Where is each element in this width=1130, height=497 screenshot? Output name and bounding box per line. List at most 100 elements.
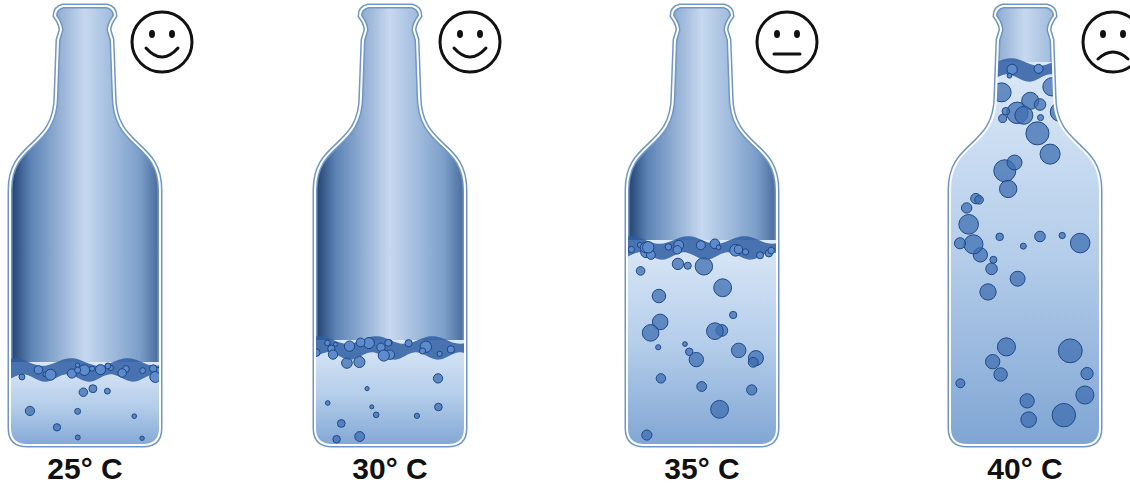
bubble	[1034, 99, 1046, 111]
bubble	[731, 343, 746, 358]
surface-bubble	[962, 69, 966, 73]
bubble	[1010, 271, 1025, 286]
bubble	[672, 258, 683, 269]
water	[612, 240, 792, 450]
bubble	[652, 289, 665, 302]
bubble	[1059, 232, 1065, 238]
surface-bubble	[34, 366, 42, 374]
bubble	[1052, 403, 1075, 426]
water-surface	[940, 58, 1110, 82]
bubble	[1076, 386, 1094, 404]
bubble	[956, 379, 965, 388]
bubble	[1020, 243, 1026, 249]
surface-bubble	[971, 71, 980, 80]
bubble	[435, 403, 443, 411]
bubble	[1000, 180, 1017, 197]
water-surface	[0, 358, 170, 382]
bubble	[1058, 339, 1082, 363]
bubble	[1071, 81, 1087, 97]
surface-bubble	[696, 241, 705, 250]
surface-bubble	[981, 65, 988, 72]
bottle	[0, 6, 175, 450]
surface-bubble	[1034, 64, 1043, 73]
bubble	[1026, 122, 1049, 145]
surface-bubble	[961, 68, 967, 74]
bubble	[714, 279, 732, 297]
bubble	[1065, 113, 1079, 127]
bubble	[959, 215, 979, 235]
surface-bubble	[95, 365, 105, 375]
bottle	[300, 6, 480, 450]
surface-bubble	[1007, 73, 1012, 78]
bubble	[53, 424, 60, 431]
bubble	[1081, 367, 1093, 379]
bubble	[747, 385, 757, 395]
bubble	[1015, 106, 1033, 124]
bubble	[695, 258, 712, 275]
bubble	[999, 114, 1007, 122]
bubble	[689, 352, 703, 366]
water	[935, 62, 1115, 450]
bubble	[986, 263, 998, 275]
bubble	[1070, 233, 1090, 253]
bubble	[990, 256, 997, 263]
bubble	[964, 235, 983, 254]
bubble	[954, 238, 965, 249]
face-eye	[477, 30, 483, 38]
bubble	[355, 432, 365, 442]
temperature-label: 35° C	[602, 452, 802, 486]
face-outline	[132, 12, 192, 72]
bubble	[711, 400, 729, 418]
face-outline	[757, 12, 817, 72]
surface-bubble	[45, 369, 56, 380]
bubble	[975, 196, 984, 205]
face-eye	[169, 30, 175, 38]
bubble	[642, 325, 659, 342]
surface-bubble	[356, 338, 365, 347]
bubble	[433, 374, 442, 383]
bubble	[994, 368, 1007, 381]
bottle	[612, 6, 792, 450]
surface-bubble	[946, 73, 955, 82]
face-outline	[1083, 12, 1130, 72]
bottle-water	[935, 58, 1115, 450]
surface-bubble	[643, 242, 654, 253]
face-symbol	[757, 12, 817, 72]
surface-bubble	[742, 249, 748, 255]
face-mouth	[454, 48, 486, 57]
face-eye	[1100, 30, 1106, 38]
surface-bubble	[964, 64, 972, 72]
surface-bubble	[950, 63, 956, 69]
surface-bubble	[716, 245, 721, 250]
surface-bubble	[673, 246, 682, 255]
bubble	[683, 342, 688, 347]
surface-bubble	[960, 67, 967, 74]
surface-bubble	[344, 341, 354, 351]
bubble	[89, 385, 97, 393]
face-eye	[457, 30, 463, 38]
bubble	[414, 413, 419, 418]
bottle-outline	[950, 6, 1100, 445]
bottle-water	[0, 358, 175, 450]
bottle-water	[300, 336, 480, 450]
bottle-outline	[10, 6, 160, 445]
bubble	[333, 435, 341, 443]
surface-bubble	[981, 62, 993, 74]
bubble	[140, 436, 144, 440]
face-mouth	[1098, 52, 1128, 59]
temperature-label: 40° C	[925, 452, 1125, 486]
bubble	[337, 420, 345, 428]
bubble	[75, 408, 81, 414]
water-surface	[617, 236, 787, 260]
face-outline	[440, 12, 500, 72]
bubble	[1040, 144, 1060, 164]
surface-bubble	[385, 339, 392, 346]
bubble	[997, 338, 1015, 356]
bubble	[1035, 231, 1046, 242]
surface-bubble	[965, 59, 975, 69]
surface-bubble	[19, 374, 25, 380]
bubble	[1007, 155, 1022, 170]
bubble	[132, 414, 137, 419]
